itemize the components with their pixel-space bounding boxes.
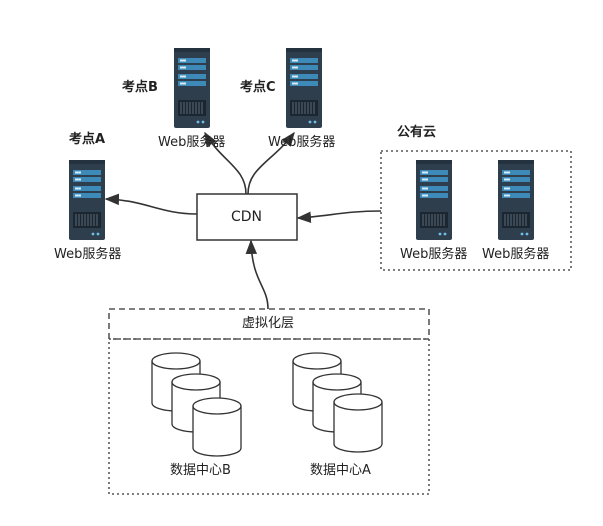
cloud-server-1-icon (415, 159, 453, 241)
public-cloud-container (380, 150, 572, 271)
arrow-cloud-to-cdn (296, 210, 382, 223)
datacenter-container (108, 338, 430, 495)
arrow-virtualization-to-cdn (245, 239, 269, 310)
server-c-icon (285, 47, 323, 129)
cloud-server-1-label: Web服务器 (400, 247, 468, 262)
datacenter-a-label: 数据中心A (310, 463, 371, 478)
server-c-label: Web服务器 (268, 135, 336, 150)
site-c-label: 考点C (240, 80, 276, 95)
server-a-icon (68, 159, 106, 241)
datacenter-b-label: 数据中心B (170, 463, 231, 478)
site-a-label: 考点A (69, 132, 106, 147)
cloud-server-2-label: Web服务器 (482, 247, 550, 262)
arrow-cdn-to-site-b (204, 131, 247, 195)
server-a-label: Web服务器 (54, 247, 122, 262)
arrow-cdn-to-site-a (104, 193, 198, 215)
public-cloud-label: 公有云 (397, 125, 437, 140)
server-b-label: Web服务器 (158, 135, 226, 150)
virtualization-label: 虚拟化层 (242, 316, 295, 331)
cloud-server-2-icon (497, 159, 535, 241)
database-icon (333, 393, 383, 453)
cdn-label: CDN (231, 209, 263, 225)
arrow-cdn-to-site-c (247, 131, 295, 195)
server-b-icon (173, 47, 211, 129)
virtualization-layer-box (108, 308, 430, 340)
database-icon (192, 397, 242, 457)
site-b-label: 考点B (122, 80, 158, 95)
